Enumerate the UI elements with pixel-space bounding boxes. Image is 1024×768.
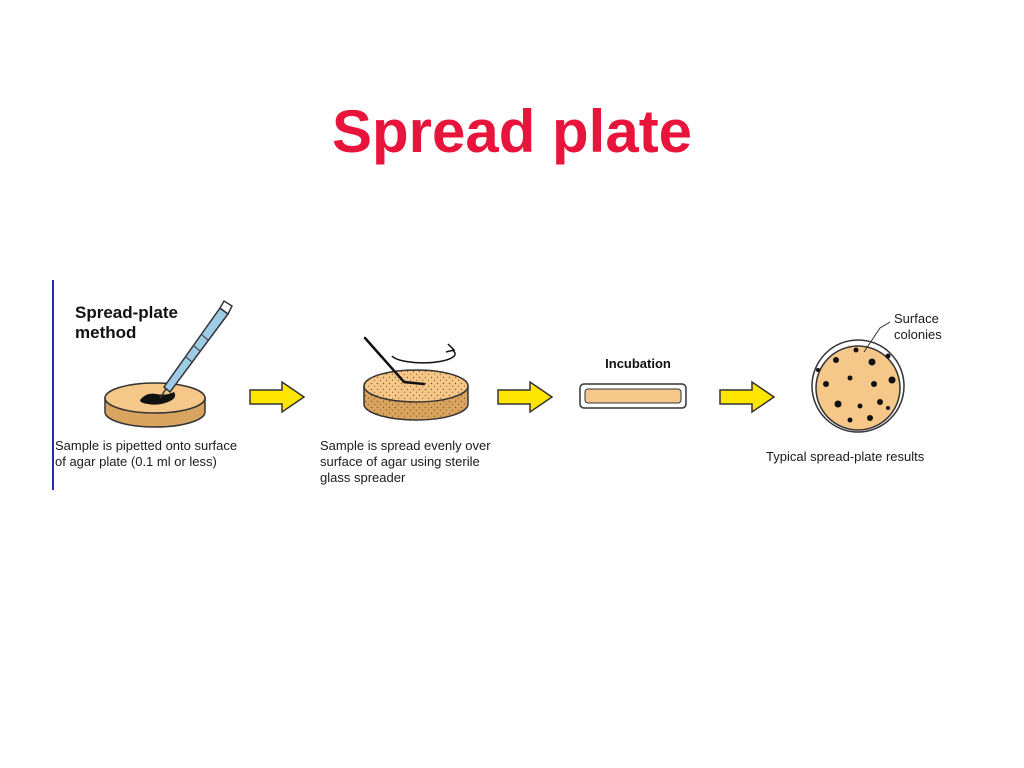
slide-title: Spread plate — [331, 98, 693, 165]
right-arrow-icon — [497, 380, 554, 414]
pipette-icon — [159, 299, 233, 399]
method-heading-line1: Spread-plate — [75, 303, 178, 322]
surface-colonies — [816, 347, 896, 423]
right-arrow-icon — [249, 380, 306, 414]
incubation-label: Incubation — [605, 356, 671, 371]
figure-drawing — [104, 299, 905, 433]
step2-caption: Sample is spread evenly over surface of … — [320, 438, 491, 486]
step2-caption-line3: glass spreader — [320, 470, 406, 485]
method-heading-line2: method — [75, 323, 137, 342]
step2-caption-line2: surface of agar using sterile — [320, 454, 480, 469]
sample-drop — [140, 392, 176, 405]
incubation-plate — [579, 383, 687, 409]
method-heading: Spread-plate method — [75, 303, 178, 343]
right-arrow-icon — [719, 380, 776, 414]
agar-plate-step2 — [363, 369, 469, 421]
step4-caption-line1: Typical spread-plate results — [766, 449, 925, 464]
agar-plate-step1 — [104, 382, 206, 428]
colonies-callout-label: Surface colonies — [894, 311, 942, 343]
petri-dish-icon — [811, 321, 905, 433]
colonies-callout-line1: Surface — [894, 311, 939, 326]
figure-left-rule — [52, 280, 54, 490]
colonies-callout-line2: colonies — [894, 327, 942, 342]
callout-line — [863, 321, 891, 353]
step1-caption: Sample is pipetted onto surface of agar … — [55, 438, 237, 470]
step2-caption-line1: Sample is spread evenly over — [320, 438, 491, 453]
step4-caption: Typical spread-plate results — [766, 449, 924, 465]
rotation-arrow-icon — [391, 343, 456, 364]
spread-plate-figure: Spread-plate method Sample is pipetted o… — [52, 280, 972, 490]
spreader-icon — [363, 336, 426, 386]
step1-caption-line1: Sample is pipetted onto surface — [55, 438, 238, 453]
step1-caption-line2: of agar plate (0.1 ml or less) — [55, 454, 217, 469]
